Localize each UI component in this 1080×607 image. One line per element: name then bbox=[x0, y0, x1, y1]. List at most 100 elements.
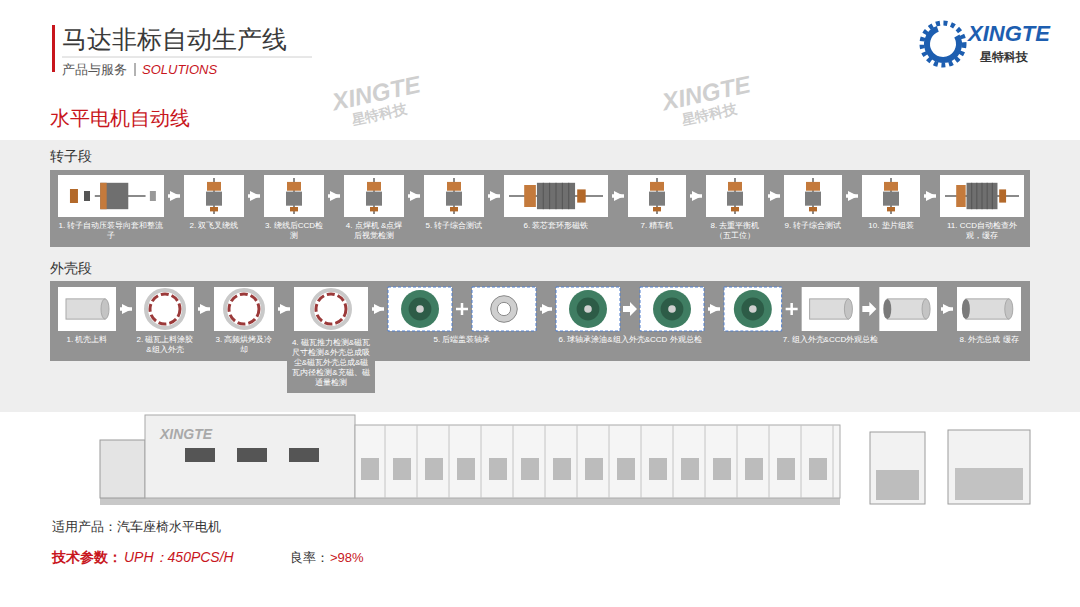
station-module bbox=[713, 458, 731, 480]
production-line-illustration bbox=[100, 415, 1030, 505]
rotor-winding bbox=[207, 182, 221, 191]
frame-post bbox=[481, 425, 482, 498]
rotor-winding bbox=[287, 182, 301, 191]
flow-connector bbox=[708, 307, 720, 311]
shell-end bbox=[922, 299, 930, 319]
cabinet-window bbox=[185, 448, 215, 462]
commutator bbox=[887, 207, 895, 211]
station-part bbox=[58, 175, 164, 217]
frame-post bbox=[769, 425, 770, 498]
flow-connector bbox=[372, 307, 384, 311]
end-cap-hub bbox=[661, 298, 684, 321]
process-station: 6. 装芯套环形磁铁 bbox=[503, 174, 609, 231]
title-rule bbox=[62, 57, 312, 58]
station-part bbox=[802, 287, 860, 331]
shell-cap bbox=[962, 299, 970, 319]
station-part bbox=[58, 287, 116, 331]
station-part bbox=[862, 175, 920, 217]
flow-connector bbox=[612, 194, 624, 198]
station-part bbox=[388, 287, 452, 331]
step-caption: 5. 转子综合测试 bbox=[423, 221, 485, 231]
end-cap-bore bbox=[668, 305, 676, 313]
rotor-core bbox=[366, 192, 382, 206]
station-picture bbox=[783, 174, 843, 218]
station-part bbox=[706, 175, 764, 217]
station-picture bbox=[57, 286, 117, 332]
station-part bbox=[264, 175, 324, 217]
product-note: 适用产品：汽车座椅水平电机 bbox=[52, 519, 221, 535]
frame-post bbox=[577, 425, 578, 498]
frame-post bbox=[513, 425, 514, 498]
station-part bbox=[294, 287, 368, 331]
plus-sign bbox=[456, 303, 468, 315]
station-picture bbox=[723, 286, 938, 332]
station-picture bbox=[387, 286, 537, 332]
motor-shell bbox=[887, 299, 926, 319]
stage-strip bbox=[50, 281, 1030, 361]
motor-shell bbox=[966, 299, 1009, 319]
station-module bbox=[489, 458, 507, 480]
commutator bbox=[210, 207, 218, 211]
cabinet-window bbox=[237, 448, 267, 462]
logo-gear bbox=[921, 22, 965, 66]
tile-ground bbox=[957, 287, 1021, 331]
flow-connector bbox=[690, 194, 702, 198]
flow-connector bbox=[198, 307, 210, 311]
subtitle: 产品与服务 bbox=[62, 62, 127, 78]
end-cap bbox=[401, 290, 439, 328]
shell-end bbox=[844, 299, 852, 319]
core-slot bbox=[549, 183, 550, 209]
process-station: 11. CCD自动检查外观，缓存 bbox=[939, 174, 1025, 241]
test-unit bbox=[870, 432, 925, 504]
tile-ground bbox=[344, 175, 404, 217]
process-station: 1. 机壳上料 bbox=[57, 286, 117, 345]
flow-connector bbox=[328, 194, 340, 198]
cabinet-window bbox=[289, 448, 319, 462]
commutator bbox=[653, 207, 661, 211]
process-station: 8. 外壳总成 缓存 bbox=[956, 286, 1022, 345]
spec-value: UPH：450PCS/H bbox=[124, 548, 234, 566]
flow-connector bbox=[846, 194, 858, 198]
rotor-winding bbox=[806, 182, 820, 191]
flow-connector bbox=[540, 307, 552, 311]
station-module bbox=[425, 458, 443, 480]
shell-ring bbox=[146, 290, 184, 328]
rotor-core bbox=[805, 192, 821, 206]
process-station: 4. 磁瓦推力检测&磁瓦尺寸检测&外壳总成吸尘&磁瓦外壳总成&磁瓦内径检测&充磁… bbox=[293, 286, 369, 393]
gear-ring bbox=[921, 22, 965, 66]
station-part bbox=[184, 175, 244, 217]
end-cap-bore bbox=[416, 305, 424, 313]
tile-ground bbox=[640, 287, 704, 331]
rotor-winding bbox=[100, 183, 106, 209]
buffer-unit bbox=[948, 430, 1030, 504]
flow-connector bbox=[120, 307, 132, 311]
step-caption: 4. 点焊机 &点焊后视觉检测 bbox=[343, 221, 405, 241]
tile-ground bbox=[628, 175, 686, 217]
step-caption: 3. 高频烘烤及冷却 bbox=[213, 335, 275, 355]
process-station: 5. 转子综合测试 bbox=[423, 174, 485, 231]
loader-unit bbox=[100, 440, 145, 498]
commutator bbox=[370, 207, 378, 211]
spec-heading: 良率： bbox=[290, 549, 329, 567]
guide-sleeve bbox=[84, 191, 90, 201]
end-cap-hub bbox=[741, 298, 764, 321]
rotor-winding bbox=[524, 185, 536, 207]
stage-band: 转子段1. 转子自动压装导向套和整流子2. 双飞叉绕线3. 绕线后CCD检测4.… bbox=[50, 146, 1030, 247]
station-picture bbox=[555, 286, 705, 332]
tile-ground bbox=[504, 175, 608, 217]
commutator bbox=[809, 207, 817, 211]
station-module bbox=[457, 458, 475, 480]
station-picture bbox=[705, 174, 765, 218]
tile-ground bbox=[58, 287, 116, 331]
stage-band: 外壳段1. 机壳上料2. 磁瓦上料涂胶 &组入外壳3. 高频烘烤及冷却4. 磁瓦… bbox=[50, 258, 1030, 361]
stage-strip bbox=[50, 170, 1030, 247]
magnet-tiles bbox=[229, 294, 259, 324]
frame-post bbox=[737, 425, 738, 498]
subtitle-en: SOLUTIONS bbox=[142, 62, 217, 78]
station-part bbox=[786, 303, 798, 315]
station-module bbox=[393, 458, 411, 480]
section-heading: 水平电机自动线 bbox=[50, 106, 190, 130]
tile-ground bbox=[724, 287, 782, 331]
frame-post bbox=[673, 425, 674, 498]
station-part bbox=[879, 287, 937, 331]
